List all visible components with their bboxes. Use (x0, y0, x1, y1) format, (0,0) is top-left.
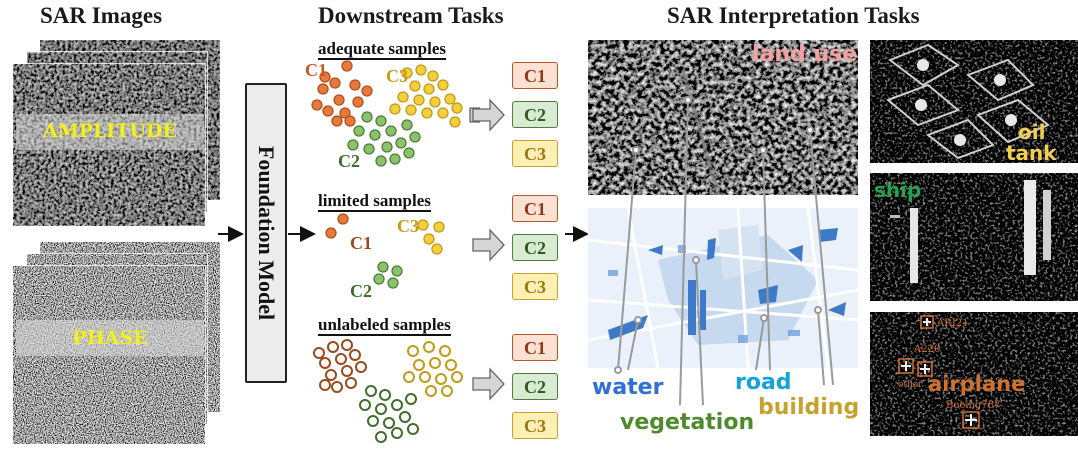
header-sar-images: SAR Images (40, 3, 163, 28)
unlabeled-cluster-c1 (313, 339, 367, 393)
water-label: water (592, 375, 664, 400)
adequate-cluster-c1 (311, 60, 373, 127)
class-box-c2: C2 (512, 234, 558, 261)
section-limited: limited samples (318, 191, 431, 212)
phase-stack (12, 241, 221, 445)
section-adequate: adequate samples (318, 39, 446, 60)
plane-label-arj21: ARJ21 (937, 318, 969, 329)
adequate-label-c1: C1 (305, 60, 327, 80)
unlabeled-cluster-c2 (359, 385, 419, 443)
limited-label-c3: C3 (397, 216, 419, 236)
oil-label: oil (1018, 120, 1046, 144)
limited-cluster-c2 (373, 261, 403, 289)
limited-cluster-c1 (325, 213, 349, 239)
foundation-model-box: Foundation Model (245, 83, 287, 383)
plane-label-a220: A220 (914, 344, 941, 355)
header-interpretation-tasks: SAR Interpretation Tasks (667, 3, 920, 28)
oil-tank-panel (870, 40, 1078, 163)
tank-label: tank (1006, 141, 1057, 165)
building-label: building (758, 395, 860, 420)
arrow-right-icon (472, 228, 505, 262)
limited-label-c2: C2 (350, 281, 372, 301)
class-box-c3: C3 (512, 412, 558, 439)
class-box-c1: C1 (512, 62, 558, 89)
class-box-c3: C3 (512, 273, 558, 300)
limited-label-c1: C1 (350, 233, 372, 253)
phase-label: PHASE (72, 327, 148, 349)
airplane-panel (870, 312, 1078, 436)
unlabeled-cluster-c3 (403, 341, 463, 397)
class-box-c1: C1 (512, 195, 558, 222)
leader-lines (614, 96, 834, 406)
adequate-cluster-c3 (389, 64, 463, 128)
land-use-label: land use (752, 42, 858, 67)
class-box-c3: C3 (512, 140, 558, 167)
limited-cluster-c3 (417, 219, 445, 255)
adequate-label-c3: C3 (386, 66, 408, 86)
interpretation-panels (588, 40, 1078, 436)
class-box-c2: C2 (512, 373, 558, 400)
road-label: road (735, 370, 792, 395)
adequate-label-c2: C2 (338, 151, 360, 171)
vegetation-label: vegetation (620, 410, 755, 435)
ship-panel (870, 173, 1078, 301)
foundation-model-label: Foundation Model (254, 145, 279, 321)
adequate-cluster-c2 (347, 111, 421, 167)
class-box-c2: C2 (512, 101, 558, 128)
ship-label: ship (874, 178, 922, 202)
header-downstream-tasks: Downstream Tasks (318, 3, 504, 28)
airplane-label: airplane (928, 372, 1026, 396)
sar-image-stacks (12, 39, 221, 445)
amplitude-stack (12, 39, 221, 227)
arrow-right-icon (472, 367, 505, 401)
plane-label-boeing787: Boeing787 (946, 400, 1001, 411)
arrow-right-icon (472, 98, 505, 132)
section-unlabeled: unlabeled samples (318, 315, 451, 336)
sample-clusters (311, 60, 480, 443)
amplitude-label: AMPLITUDE (43, 120, 177, 142)
class-box-c1: C1 (512, 334, 558, 361)
plane-label-other: other (898, 380, 923, 390)
classify-arrow-icons (472, 98, 505, 401)
